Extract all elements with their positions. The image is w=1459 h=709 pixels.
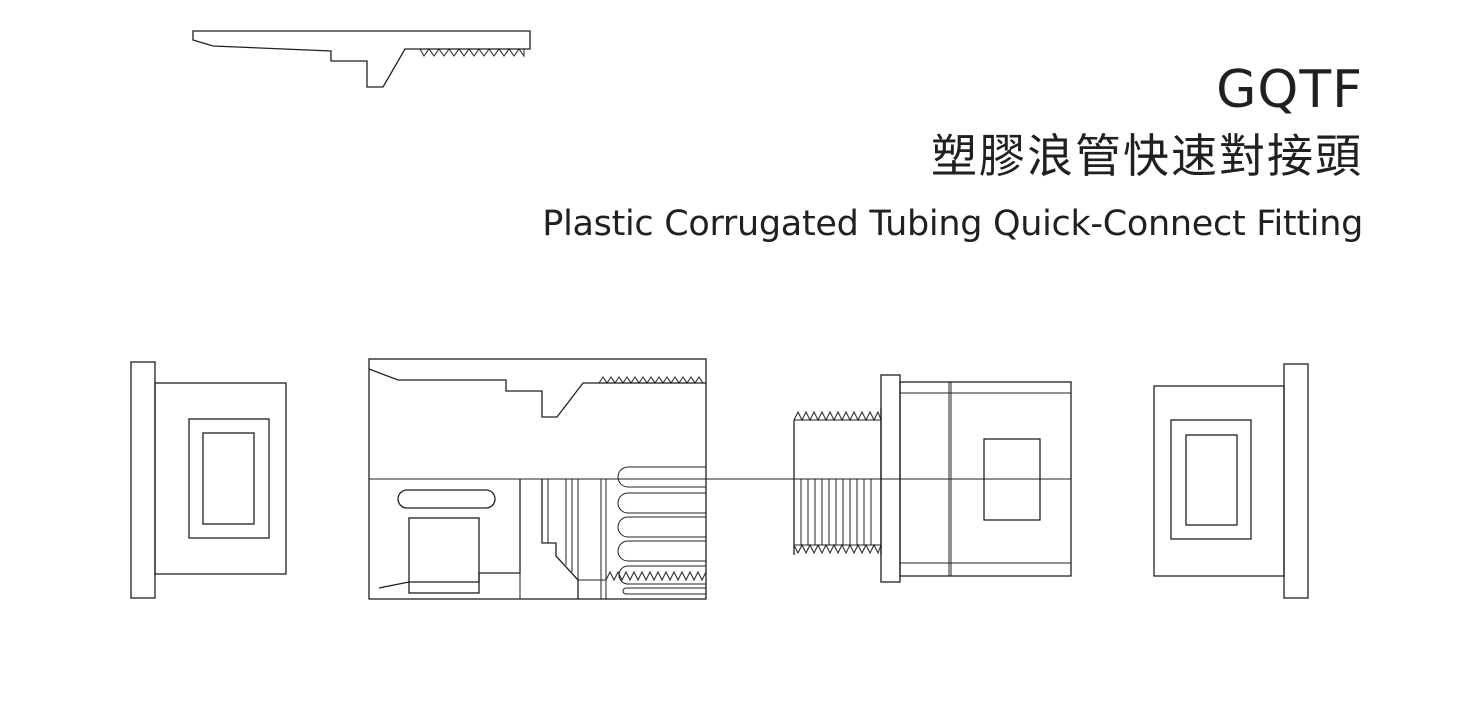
title-block: GQTF 塑膠浪管快速對接頭 Plastic Corrugated Tubing… [542,58,1363,246]
left-end-view [130,361,287,599]
side-view [793,374,1072,583]
profile-thumbnail [192,30,531,88]
thread-teeth-bottom [793,543,882,555]
cross-section-view [368,358,1071,600]
model-code: GQTF [1216,60,1363,120]
section-teeth-top [598,376,704,384]
thumbnail-teeth [405,48,525,58]
section-teeth-bottom [605,570,707,582]
thread-hatching [800,479,872,545]
product-name-en: Plastic Corrugated Tubing Quick-Connect … [542,204,1363,244]
thread-teeth-top [793,410,882,422]
product-name-zh: 塑膠浪管快速對接頭 [931,129,1363,183]
right-end-view [1153,363,1309,599]
